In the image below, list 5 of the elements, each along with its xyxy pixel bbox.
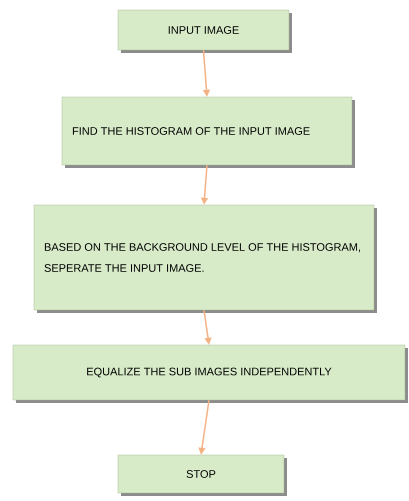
process-box: INPUT IMAGE <box>118 10 292 53</box>
process-box: STOP <box>118 454 287 496</box>
process-box: EQUALIZE THE SUB IMAGES INDEPENDENTLY <box>12 344 408 403</box>
process-box: FIND THE HISTOGRAM OF THE INPUT IMAGE <box>62 96 355 168</box>
process-box: BASED ON THE BACKGROUND LEVEL OF THE HISTOGRAM, SEPERATE THE INPUT IMAGE. <box>34 204 377 313</box>
